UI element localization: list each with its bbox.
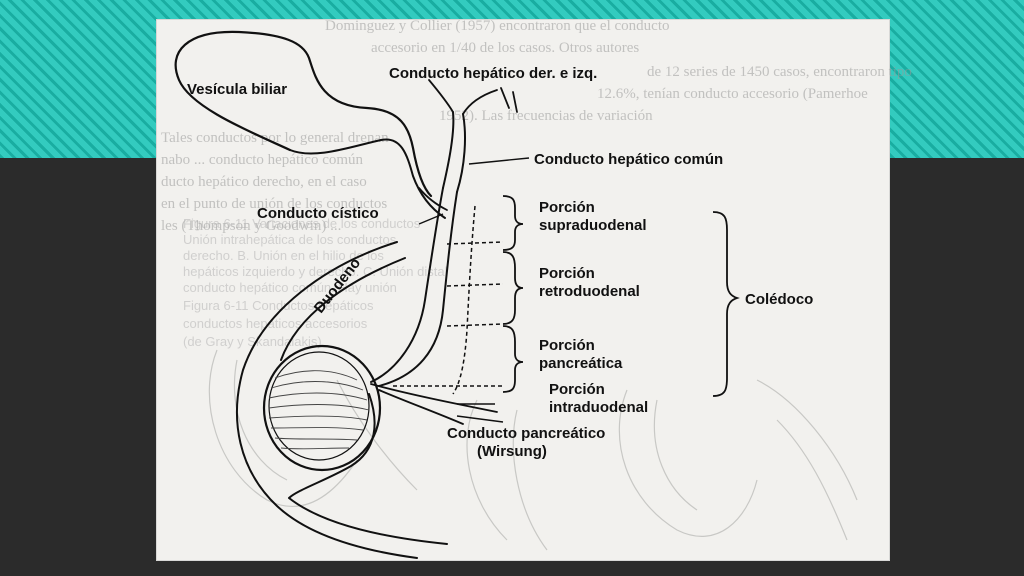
dashed-guides (393, 205, 504, 395)
label-vesicula: Vesícula biliar (187, 81, 287, 98)
gallbladder-outline (174, 30, 433, 198)
label-supraduodenal-2: supraduodenal (539, 217, 647, 234)
bleed-line: accesorio en 1/40 de los casos. Otros au… (371, 40, 640, 56)
bleed-caption: Figura 6-11 Variaciones de los conductos (183, 216, 421, 231)
bleed-line: en el punto de unión de los conductos (161, 196, 388, 212)
bleed-caption: derecho. B. Unión en el hilio de los (183, 248, 384, 263)
label-pancreatica-2: pancreática (539, 355, 623, 372)
bleed-line: Dominguez y Collier (1957) encontraron q… (325, 18, 670, 34)
bleed-line: nabo ... conducto hepático común (161, 152, 364, 168)
label-coledoco: Colédoco (745, 291, 813, 308)
bleed-line: ducto hepático derecho, en el caso (161, 174, 367, 190)
bleed-line: 1952). Las frecuencias de variación (439, 108, 653, 124)
label-hepatico-comun: Conducto hepático común (534, 151, 723, 168)
bleed-caption: conductos hepáticos accesorios (183, 316, 368, 331)
label-intraduodenal-2: intraduodenal (549, 399, 648, 416)
bleed-line: Tales conductos por lo general drenan (161, 130, 389, 146)
pointer-lines (418, 157, 530, 423)
bleed-line: les (Thompson y Goodwin) ... (161, 218, 342, 234)
label-retroduodenal-1: Porción (539, 265, 595, 282)
label-duodeno: Duodeno (311, 255, 364, 317)
bleed-line: de 12 series de 1450 casos, encontraron … (647, 64, 912, 80)
papilla (262, 344, 382, 472)
braces (502, 195, 740, 397)
label-pancreatico-2: (Wirsung) (477, 443, 547, 460)
bleed-caption: conducto hepático común. Hay unión (183, 280, 397, 295)
label-pancreatica-1: Porción (539, 337, 595, 354)
label-supraduodenal-1: Porción (539, 199, 595, 216)
duodenum-outline (236, 241, 418, 559)
bile-duct-diagram-image: Dominguez y Collier (1957) encontraron q… (157, 18, 912, 560)
label-hepatico-der-izq: Conducto hepático der. e izq. (389, 65, 597, 82)
label-intraduodenal-1: Porción (549, 381, 605, 398)
bleed-line: 12.6%, tenían conducto accesorio (Pamerh… (597, 86, 868, 102)
label-retroduodenal-2: retroduodenal (539, 283, 640, 300)
anatomy-drawing: Vesícula biliar Conducto hepático der. e… (174, 30, 858, 559)
duct-lines (174, 30, 518, 559)
label-cistico: Conducto cístico (257, 205, 379, 222)
label-pancreatico-1: Conducto pancreático (447, 425, 605, 442)
bleed-caption: Unión intrahepática de los conductos (183, 232, 397, 247)
